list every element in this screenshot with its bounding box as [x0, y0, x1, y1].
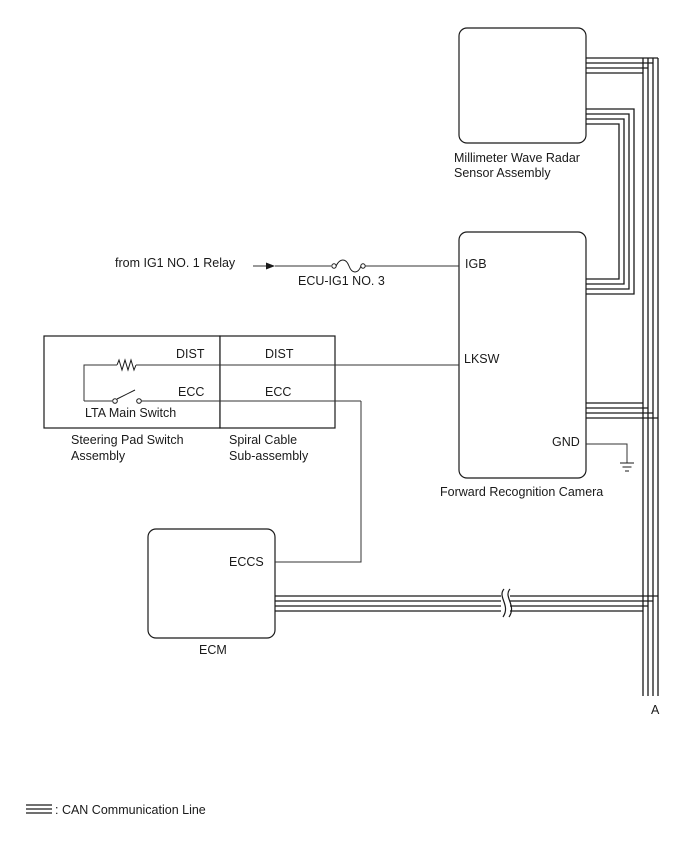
- spiral-cable-name-line2: Sub-assembly: [229, 449, 309, 463]
- connector-label: A: [651, 703, 660, 717]
- steering-pad-name-line1: Steering Pad Switch: [71, 433, 184, 447]
- can-bus-camera-trunk: [586, 402, 658, 419]
- steering-pad-pin-dist: DIST: [176, 347, 205, 361]
- camera-name: Forward Recognition Camera: [440, 485, 603, 499]
- radar-sensor-box: [458, 27, 587, 144]
- can-bus-ecm-trunk: [275, 595, 658, 612]
- power-feed-wire: [253, 259, 459, 273]
- camera-pin-gnd: GND: [552, 435, 580, 449]
- legend-label: : CAN Communication Line: [55, 803, 206, 817]
- camera-pin-igb: IGB: [465, 257, 487, 271]
- lta-main-switch-icon: [112, 389, 142, 404]
- ecm-name: ECM: [199, 643, 227, 657]
- fuse-label: ECU-IG1 NO. 3: [298, 274, 385, 288]
- wire-break-mark: [501, 588, 513, 618]
- radar-name-line1: Millimeter Wave Radar: [454, 151, 580, 165]
- spiral-cable-name-line1: Spiral Cable: [229, 433, 297, 447]
- lta-main-switch-label: LTA Main Switch: [85, 406, 176, 420]
- power-source-label: from IG1 NO. 1 Relay: [115, 256, 236, 270]
- ground-icon: [620, 462, 634, 472]
- spiral-cable-pin-dist: DIST: [265, 347, 294, 361]
- dist-wire: [83, 358, 459, 391]
- fuse-icon: [335, 259, 362, 273]
- can-bus-radar-top: [586, 57, 658, 74]
- camera-pin-lksw: LKSW: [464, 352, 500, 366]
- radar-name-line2: Sensor Assembly: [454, 166, 551, 180]
- can-bus-radar-camera: [586, 108, 635, 295]
- ecc-wire: [83, 389, 362, 563]
- steering-pad-pin-ecc: ECC: [178, 385, 204, 399]
- ground-wire: [586, 443, 634, 472]
- can-line-legend-icon: [26, 804, 52, 814]
- camera-box: [458, 231, 587, 479]
- legend: : CAN Communication Line: [26, 803, 206, 817]
- spiral-cable-pin-ecc: ECC: [265, 385, 291, 399]
- ecm-pin-eccs: ECCS: [229, 555, 264, 569]
- can-bus-trunk: [642, 58, 659, 696]
- spiral-cable-box: [219, 335, 336, 429]
- resistor-icon: [116, 358, 137, 372]
- ecm-box: [147, 528, 276, 639]
- arrow-right-icon: [266, 262, 275, 270]
- steering-pad-name-line2: Assembly: [71, 449, 126, 463]
